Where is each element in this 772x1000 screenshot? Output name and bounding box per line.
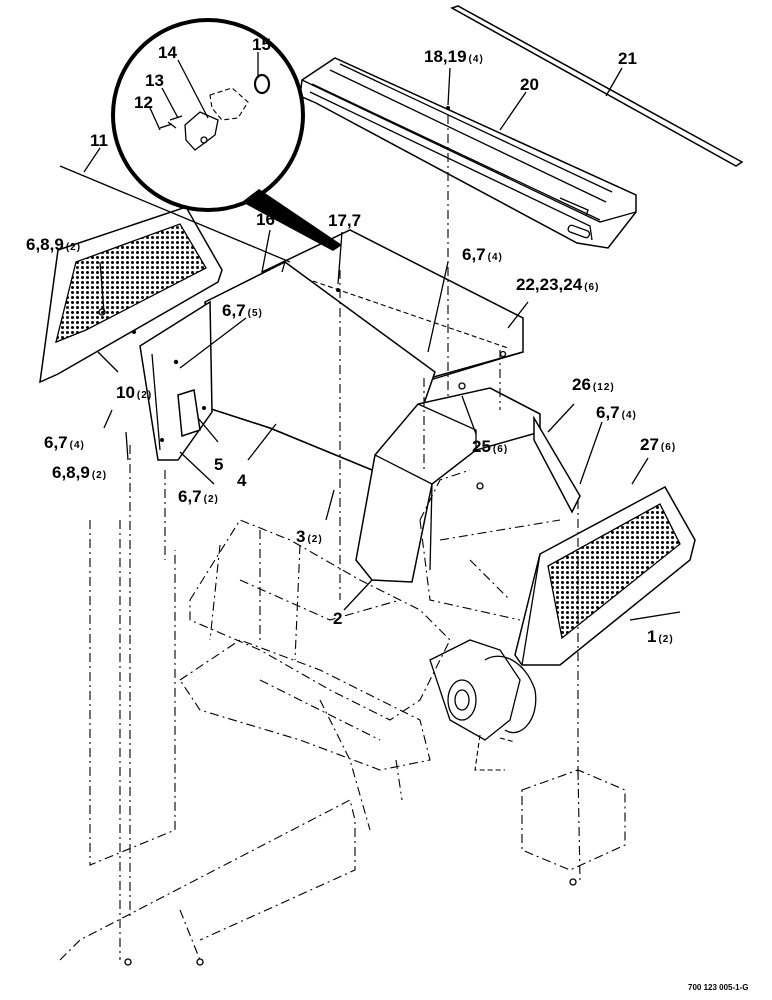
callout-2: 2 bbox=[333, 609, 342, 628]
callout-6-7-b: 6,7(4) bbox=[44, 433, 85, 452]
strip-part-21 bbox=[450, 5, 744, 167]
callout-6-7-e: 6,7(4) bbox=[596, 403, 637, 422]
detail-view-circle bbox=[111, 18, 342, 251]
callout-10: 10(2) bbox=[116, 383, 152, 402]
leader-lines bbox=[83, 52, 681, 621]
left-screen-panel bbox=[39, 206, 223, 384]
callout-6-7-a: 6,7(2) bbox=[178, 487, 219, 506]
callout-3: 3(2) bbox=[296, 527, 323, 546]
callout-5: 5 bbox=[214, 455, 223, 474]
top-cover-part-20 bbox=[299, 57, 637, 249]
center-shield-part-2 bbox=[355, 382, 581, 583]
callout-22-23-24: 22,23,24(6) bbox=[516, 275, 599, 294]
machine-frame bbox=[179, 469, 561, 831]
callout-11: 11 bbox=[90, 131, 108, 150]
callout-20: 20 bbox=[520, 75, 539, 94]
callout-17-7: 17,7 bbox=[328, 211, 361, 230]
lower-right-plate bbox=[521, 769, 626, 886]
callout-6-7-c: 6,7(5) bbox=[222, 301, 263, 320]
callout-18-19: 18,19(4) bbox=[424, 47, 484, 66]
left-bracket-part-10 bbox=[139, 300, 213, 461]
callout-4: 4 bbox=[237, 471, 247, 490]
right-screen-panel bbox=[514, 485, 696, 666]
callout-6-7-d: 6,7(4) bbox=[462, 245, 503, 264]
callout-21: 21 bbox=[618, 49, 637, 68]
callout-25: 25(6) bbox=[472, 437, 508, 456]
callout-26: 26(12) bbox=[572, 375, 615, 394]
alignment-lines bbox=[129, 115, 579, 920]
callout-12: 12 bbox=[134, 93, 153, 112]
callout-14: 14 bbox=[158, 43, 177, 62]
callout-6-8-9-b: 6,8,9(2) bbox=[52, 463, 107, 482]
callout-labels: 1(2) 2 3(2) 4 5 6,7(2) 6,7(4) 6,7(5) 6,7… bbox=[26, 35, 676, 646]
callout-27: 27(6) bbox=[640, 435, 676, 454]
callout-6-8-9-a: 6,8,9(2) bbox=[26, 235, 81, 254]
cable-part-11 bbox=[59, 165, 291, 263]
callout-1: 1(2) bbox=[647, 627, 674, 646]
callout-16: 16 bbox=[256, 210, 275, 229]
drawing-code: 700 123 005-1-G bbox=[688, 983, 749, 992]
callout-15: 15 bbox=[252, 35, 271, 54]
callout-13: 13 bbox=[145, 71, 164, 90]
lower-left-plate bbox=[59, 520, 356, 966]
